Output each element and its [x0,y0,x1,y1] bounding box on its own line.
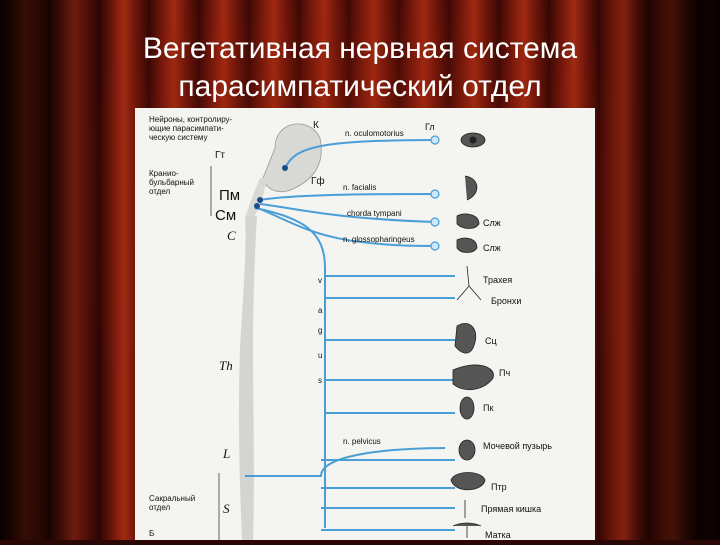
segment-c: C [227,228,236,243]
salivary-gland-2 [456,237,478,253]
vagus-nerve [254,207,326,528]
pterygopalatine-ganglion [430,189,440,199]
trachea-label: Трахея [483,275,512,285]
pch-label: Пч [499,368,510,378]
k-label: К [313,120,319,131]
bronchi-label: Бронхи [491,296,521,306]
vagus-letter-s: s [318,376,322,385]
diagram-svg: Нейроны, контролиру- ющие парасимпати- ч… [149,115,552,540]
facialis-label: n. facialis [343,183,376,192]
pelvicus-label: n. pelvicus [343,437,381,446]
bottom-label: Б [149,529,154,538]
sacral-label-1: Сакральный [149,494,195,503]
ciliary-ganglion [430,135,440,145]
uterus-label: Матка [485,530,511,540]
vagus-letter-a: a [318,306,323,315]
segment-s: S [223,501,230,516]
segment-th: Th [219,358,233,373]
vagus-letter-g: g [318,326,322,335]
sc-label: Сц [485,336,497,346]
brainstem-shape [245,178,267,218]
chorda-nerve [259,203,436,223]
bladder-label: Мочевой пузырь [483,441,552,451]
pk-label: Пк [483,403,493,413]
neurons-label-3: ческую систему [149,133,208,142]
sacral-label-2: отдел [149,503,171,512]
nucleus-dot-2 [257,197,263,203]
nose-organ [464,175,478,201]
bladder-organ [458,439,476,461]
oculomotor-nerve [284,139,436,169]
heart-organ [454,323,477,354]
glosso-nerve [257,207,436,247]
parasympathetic-diagram: Нейроны, контролиру- ющие парасимпати- ч… [135,108,595,540]
segment-l: L [222,446,230,461]
neurons-label-1: Нейроны, контролиру- [149,115,233,124]
eye-pupil [469,136,477,144]
pelvic-nerve [245,447,446,477]
sm-label: См [215,207,236,224]
glosso-label: n. glossopharingeus [343,235,415,244]
cranio-label-3: отдел [149,187,171,196]
otic-ganglion [430,241,440,251]
gf-label: Гф [311,175,325,187]
uterus-organ [452,522,482,538]
intestine-organ [450,472,486,491]
kidney-organ [459,396,475,420]
cranio-label-1: Кранио- [149,169,179,178]
facial-nerve [259,193,436,201]
trachea-organ [456,265,482,301]
ptr-label: Птр [491,482,507,492]
vagus-letter-u: u [318,351,322,360]
spinal-cord [238,216,257,540]
slide-title: Вегетативная нервная система парасимпати… [0,30,720,106]
gl-label: Гл [425,122,435,132]
liver-organ [452,364,494,391]
cranio-label-2: бульбарный [149,178,194,187]
slzh-label-2: Слж [483,243,501,253]
rectum-label: Прямая кишка [481,504,541,514]
submandibular-ganglion [430,217,440,227]
chorda-label: chorda tympani [347,209,402,218]
slzh-label-1: Слж [483,218,501,228]
oculomotorius-label: n. oculomotorius [345,129,404,138]
salivary-gland-1 [456,213,480,229]
neurons-label-2: ющие парасимпати- [149,124,224,133]
gt-label: Гт [215,150,225,161]
nucleus-dot-3 [254,203,260,209]
nucleus-dot-1 [282,165,288,171]
vagus-letter-v: v [318,276,322,285]
pm-label: Пм [219,187,240,204]
slide-title-line-1: Вегетативная нервная система [142,32,578,65]
slide-title-line-2: парасимпатический отдел [178,70,542,103]
